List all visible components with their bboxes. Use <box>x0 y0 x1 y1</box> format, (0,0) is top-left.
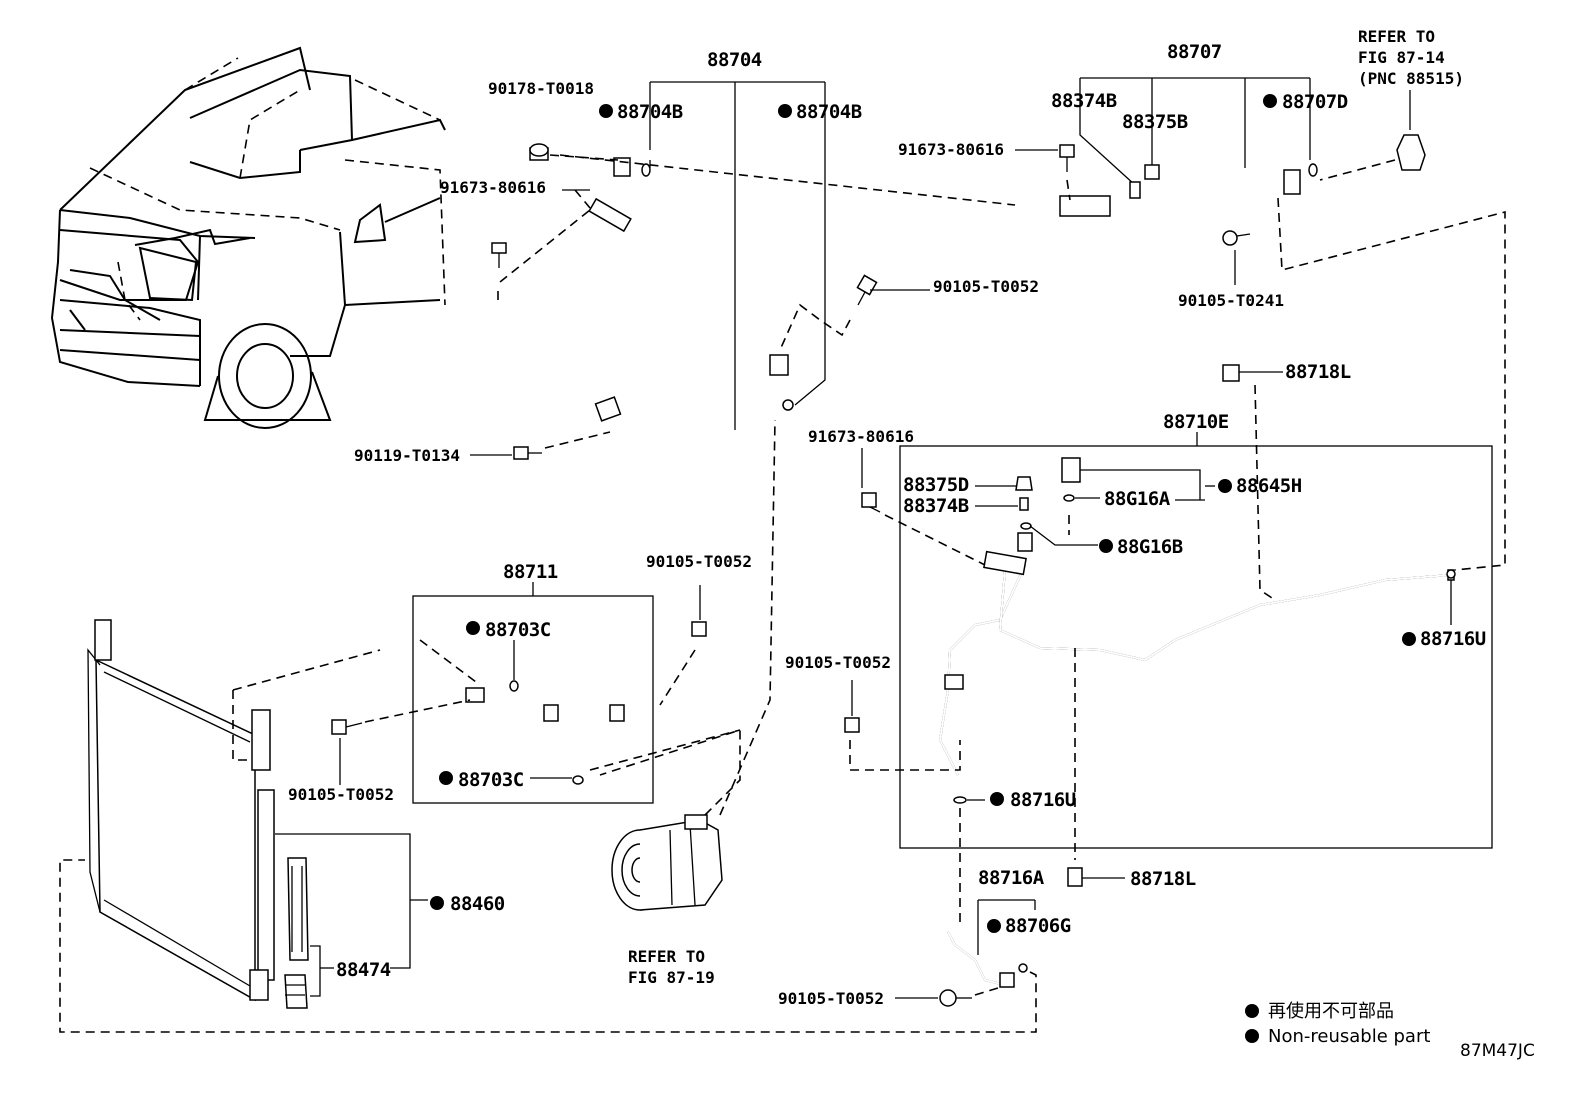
tube-88716A-group <box>59 859 1037 1033</box>
refer-fig-87-14-line1: REFER TO <box>1358 27 1435 46</box>
label-88460: 88460 <box>450 893 505 915</box>
box-88710E <box>899 445 1493 849</box>
label-88704B-right: 88704B <box>796 101 862 123</box>
clamp-88718L-a <box>1222 364 1240 382</box>
label-88704B-left: 88704B <box>617 101 683 123</box>
oring-88G16A <box>1063 494 1075 502</box>
legend-japanese: 再使用不可部品 <box>1268 1001 1394 1022</box>
legend-english: Non-reusable part <box>1268 1026 1430 1047</box>
cap-88375D <box>1015 476 1033 491</box>
oring-88704B-right <box>782 399 794 411</box>
pressure-switch-88645H <box>1061 457 1081 483</box>
label-88703C-top: 88703C <box>485 619 551 641</box>
bolt-91673-80616-a <box>491 242 507 254</box>
bolt-90105-T0052-b <box>844 717 860 733</box>
receiver-88460 <box>257 789 275 981</box>
bolt-90119-T0134 <box>513 446 529 460</box>
tube-88707-group <box>559 77 1506 571</box>
refer-fig-87-14-line3: (PNC 88515) <box>1358 69 1464 88</box>
valve-core-88374B-b <box>1019 497 1029 511</box>
vehicle-illustration <box>50 46 446 429</box>
label-91673-80616-c: 91673-80616 <box>808 427 914 446</box>
label-88707: 88707 <box>1167 41 1222 63</box>
label-88711: 88711 <box>503 561 558 583</box>
tube-88710E-group <box>844 364 1493 925</box>
bolt-90105-T0052-c <box>939 989 957 1007</box>
bolt-90105-T0241 <box>1222 230 1238 246</box>
refer-fig-87-14-line2: FIG 87-14 <box>1358 48 1445 67</box>
label-88718L-bottom: 88718L <box>1130 868 1196 890</box>
bolt-90105-T0052-e <box>331 719 347 735</box>
oring-88716U-b <box>953 796 967 804</box>
label-90105-T0052-a: 90105-T0052 <box>933 277 1039 296</box>
figure-code: 87M47JC <box>1460 1041 1535 1061</box>
expansion-valve-88515 <box>1396 134 1426 171</box>
label-91673-80616-a: 91673-80616 <box>440 178 546 197</box>
bolt-91673-80616-b <box>1059 144 1075 158</box>
oring-88716U-a <box>1446 569 1456 579</box>
label-90105-T0052-c: 90105-T0052 <box>778 989 884 1008</box>
bolt-90105-T0052-d <box>691 621 707 637</box>
legend-dot-1 <box>1245 1004 1259 1018</box>
valve-core-88375B <box>1144 164 1160 180</box>
label-90105-T0052-d: 90105-T0052 <box>646 552 752 571</box>
clamp-88718L-b <box>1067 867 1083 887</box>
label-88716A: 88716A <box>978 867 1045 889</box>
label-90178-T0018: 90178-T0018 <box>488 79 594 98</box>
label-88716U-right: 88716U <box>1420 628 1486 650</box>
label-88474: 88474 <box>336 959 391 981</box>
oring-88704B-left <box>641 163 651 177</box>
oring-88707D <box>1308 163 1318 177</box>
label-90105-T0052-b: 90105-T0052 <box>785 653 891 672</box>
label-88374B-top: 88374B <box>1051 90 1117 112</box>
label-90105-T0052-e: 90105-T0052 <box>288 785 394 804</box>
label-88716U-bottom: 88716U <box>1010 789 1076 811</box>
oring-88703C-b <box>572 775 584 785</box>
bolt-91673-80616-c <box>861 492 877 508</box>
label-88G16A: 88G16A <box>1104 488 1171 510</box>
filter-88474 <box>287 857 309 961</box>
refer-fig-87-19-line2: FIG 87-19 <box>628 968 715 987</box>
label-88718L-top: 88718L <box>1285 361 1351 383</box>
oring-88703C-a <box>509 680 519 692</box>
label-88375D: 88375D <box>903 474 969 496</box>
legend-dot-2 <box>1245 1029 1259 1043</box>
labels: 88704 90178-T0018 88704B 88704B 91673-80… <box>288 27 1486 1008</box>
cap-88374B-a <box>1129 181 1141 199</box>
label-90105-T0241: 90105-T0241 <box>1178 291 1284 310</box>
refer-fig-87-19-line1: REFER TO <box>628 947 705 966</box>
non-reusable-markers <box>430 94 1416 933</box>
label-90119-T0134: 90119-T0134 <box>354 446 460 465</box>
hose-88711-group <box>232 582 741 804</box>
label-91673-80616-b: 91673-80616 <box>898 140 1004 159</box>
label-88645H: 88645H <box>1236 475 1302 497</box>
bolt-90105-T0052-a <box>856 274 878 296</box>
hose-88704-group <box>470 81 930 467</box>
label-88703C-bottom: 88703C <box>458 769 524 791</box>
legend: 再使用不可部品 Non-reusable part <box>1245 1001 1430 1047</box>
label-88374B-bottom: 88374B <box>903 495 969 517</box>
oring-88G16B <box>1020 522 1032 530</box>
label-88710E: 88710E <box>1163 411 1229 433</box>
oring-88706G <box>1018 963 1028 973</box>
label-88707D: 88707D <box>1282 91 1348 113</box>
label-88G16B: 88G16B <box>1117 536 1183 558</box>
label-88375B: 88375B <box>1122 111 1188 133</box>
label-88706G: 88706G <box>1005 915 1071 937</box>
condenser <box>87 619 428 1009</box>
compressor <box>599 419 776 911</box>
label-88704: 88704 <box>707 49 762 71</box>
